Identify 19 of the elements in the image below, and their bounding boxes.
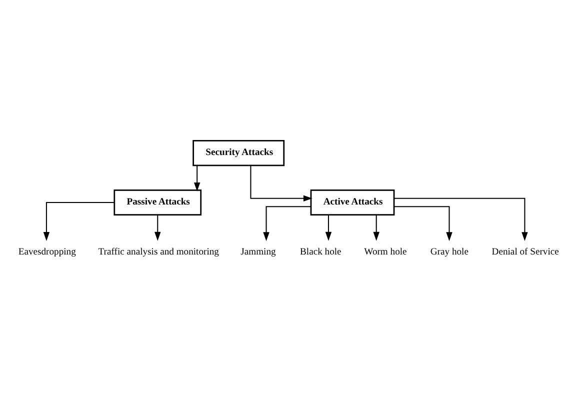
node-box: Active Attacks <box>310 189 395 216</box>
node-box: Passive Attacks <box>114 189 202 216</box>
node-text: Black hole <box>300 246 342 258</box>
node-text: Eavesdropping <box>18 246 76 258</box>
node-text: Traffic analysis and monitoring <box>98 246 219 258</box>
arrow <box>43 202 114 241</box>
arrow <box>325 214 332 241</box>
node-text: Worm hole <box>364 246 407 258</box>
node-box: Security Attacks <box>192 140 285 166</box>
arrow <box>394 198 528 242</box>
arrow <box>263 206 311 242</box>
arrow <box>373 214 380 241</box>
arrow <box>394 206 452 242</box>
node-text: Denial of Service <box>492 246 559 258</box>
node-text: Gray hole <box>430 246 468 258</box>
arrow <box>154 214 161 241</box>
arrow <box>194 166 200 192</box>
arrow <box>250 165 312 202</box>
node-text: Jamming <box>240 246 276 258</box>
